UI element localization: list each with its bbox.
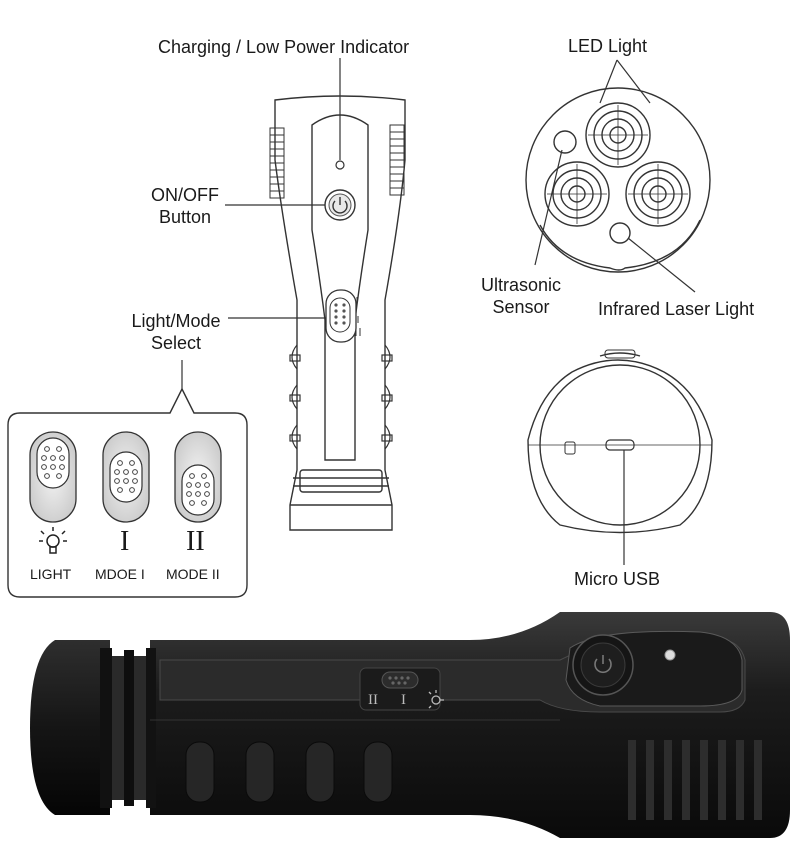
caption-mode-two: MODE II bbox=[166, 566, 220, 582]
leader-lines-left bbox=[225, 58, 341, 319]
leader-lines-right-top bbox=[534, 59, 696, 293]
label-on-off-line2: Button bbox=[158, 207, 212, 227]
label-ultrasonic: Ultrasonic Sensor bbox=[470, 274, 572, 318]
label-micro-usb: Micro USB bbox=[574, 569, 661, 589]
label-light-mode: Light/Mode Select bbox=[120, 310, 232, 354]
indicator-dot bbox=[335, 160, 345, 170]
caption-light: LIGHT bbox=[30, 566, 72, 582]
photo-mark-two: II bbox=[368, 692, 378, 708]
caption-mode-one: MDOE I bbox=[95, 566, 145, 582]
label-on-off-line1: ON/OFF bbox=[151, 185, 219, 205]
label-ultrasonic-line2: Sensor bbox=[492, 297, 550, 317]
head-back-drawing bbox=[527, 349, 713, 534]
label-led-light: LED Light bbox=[568, 36, 648, 56]
mode-one-switch bbox=[102, 431, 150, 523]
mode-light-switch bbox=[29, 431, 77, 523]
mode-switch-drawing bbox=[325, 289, 361, 343]
label-charging-indicator: Charging / Low Power Indicator bbox=[158, 37, 410, 57]
label-infrared-laser: Infrared Laser Light bbox=[598, 299, 755, 319]
mode-two-switch bbox=[174, 431, 222, 523]
head-front-drawing bbox=[525, 87, 711, 273]
vent-grille bbox=[628, 740, 762, 820]
label-on-off: ON/OFF Button bbox=[142, 184, 228, 228]
mode-two-symbol: II bbox=[186, 526, 205, 557]
photo-mark-one: I bbox=[401, 692, 406, 708]
power-button-drawing bbox=[324, 189, 356, 221]
flashlight-photo bbox=[30, 612, 790, 838]
mode-one-symbol: I bbox=[120, 526, 130, 557]
label-ultrasonic-line1: Ultrasonic bbox=[480, 275, 562, 295]
bulb-icon bbox=[39, 527, 67, 554]
flashlight-front-drawing bbox=[269, 95, 406, 531]
photo-bulb-icon bbox=[428, 690, 444, 709]
label-light-mode-line1: Light/Mode bbox=[131, 311, 221, 331]
label-light-mode-line2: Select bbox=[150, 333, 202, 353]
